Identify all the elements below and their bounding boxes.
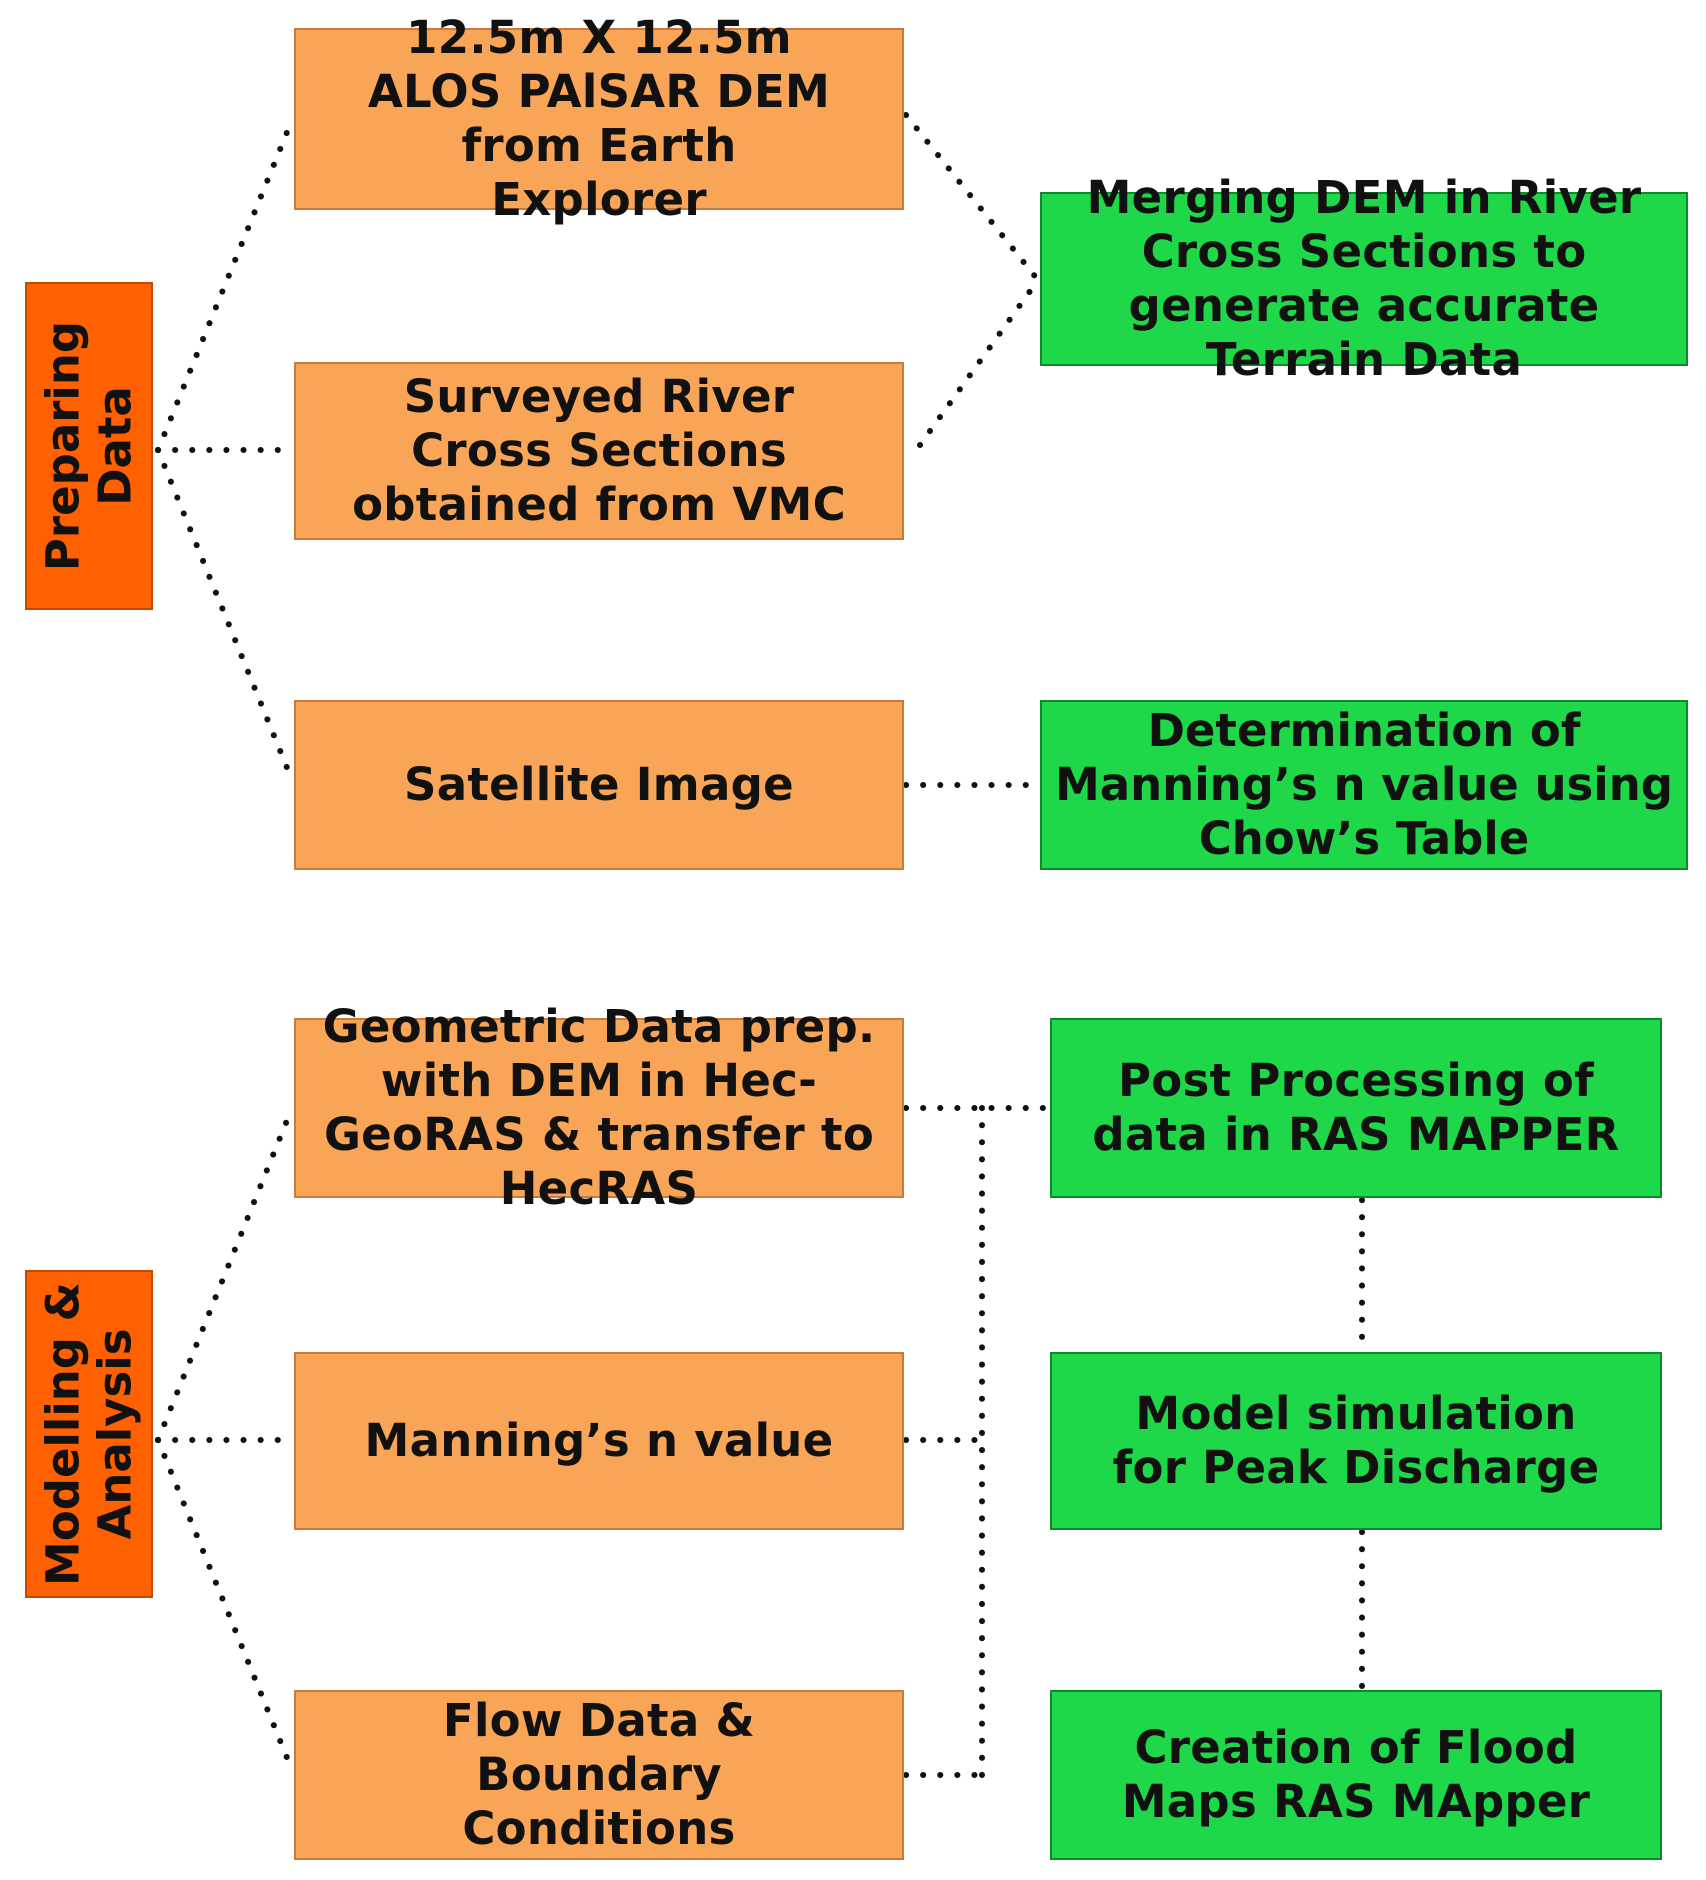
- box-river-cross-sections: Surveyed River Cross Sections obtained f…: [294, 362, 904, 540]
- phase-preparing-data: Preparing Data: [25, 282, 153, 610]
- box-geometric-data: Geometric Data prep. with DEM in Hec-Geo…: [294, 1000, 904, 1215]
- connector-preparing-to-satellite: [155, 447, 295, 783]
- box-model-simulation: Model simulation for Peak Discharge: [1050, 1352, 1662, 1530]
- phase-preparing-label: Preparing Data: [36, 320, 141, 572]
- box-flow-data: Flow Data & Boundary Conditions: [294, 1690, 904, 1860]
- box-dem-source: 12.5m X 12.5m ALOS PAlSAR DEM from Earth…: [294, 11, 904, 226]
- phase-modelling-label: Modelling & Analysis: [36, 1282, 141, 1586]
- box-determination-mannings: Determination of Manning’s n value using…: [1040, 700, 1688, 870]
- box-mannings-n-value: Manning’s n value: [294, 1352, 904, 1530]
- box-satellite-image: Satellite Image: [294, 700, 904, 870]
- box-flood-maps: Creation of Flood Maps RAS MApper: [1050, 1690, 1662, 1860]
- connector-cross-sections-to-merging: [917, 277, 1041, 448]
- connector-modelling-to-flow: [155, 1437, 295, 1773]
- connector-dem-to-merging: [903, 112, 1041, 283]
- connector-modelling-to-geometric: [155, 1105, 295, 1443]
- phase-modelling-analysis: Modelling & Analysis: [25, 1270, 153, 1598]
- connector-preparing-to-dem: [155, 117, 295, 453]
- box-post-processing: Post Processing of data in RAS MAPPER: [1050, 1018, 1662, 1198]
- box-merging-dem: Merging DEM in River Cross Sections to g…: [1040, 171, 1688, 386]
